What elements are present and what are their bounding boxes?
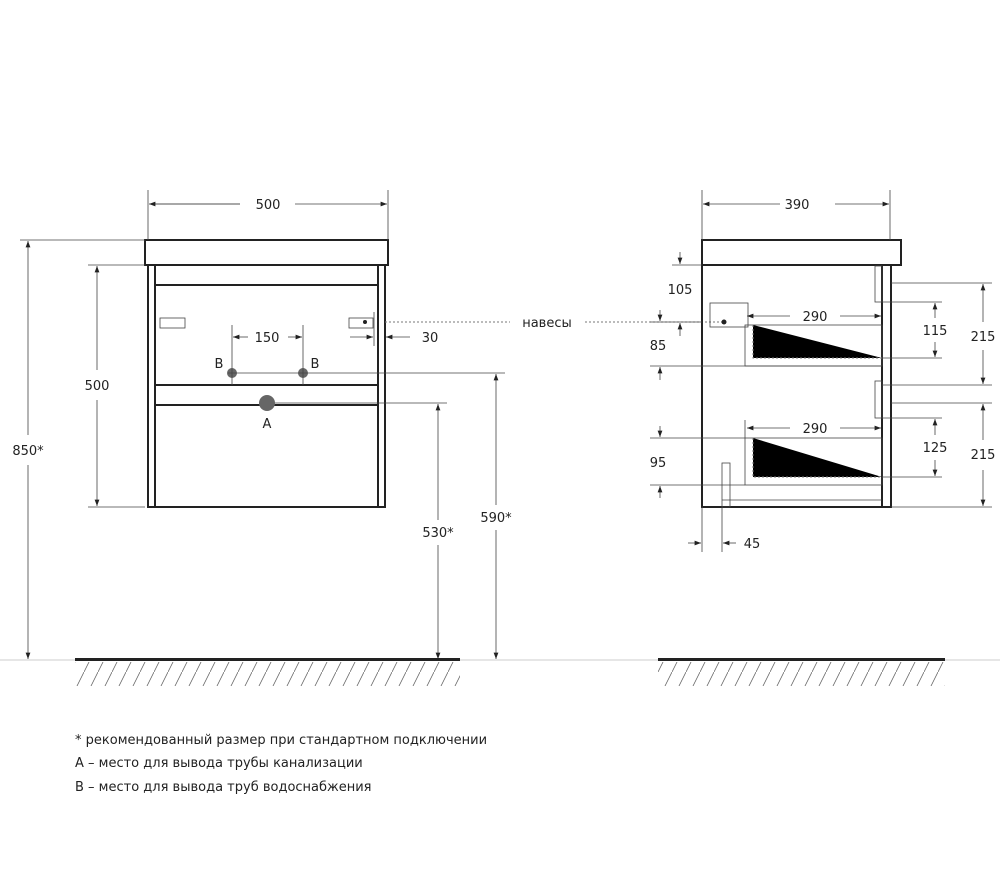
dimension-label: 390 bbox=[785, 198, 810, 213]
dimension-label: B bbox=[311, 357, 320, 372]
side-countertop bbox=[701, 239, 902, 266]
dimension-label: 215 bbox=[971, 448, 996, 463]
dimension-label: 850* bbox=[12, 444, 44, 459]
dimension-label: A bbox=[263, 417, 272, 432]
hinge-right bbox=[348, 317, 374, 329]
lower-drawer bbox=[744, 437, 883, 486]
dimension-label: 45 bbox=[744, 537, 761, 552]
dimension-label: 500 bbox=[85, 379, 110, 394]
note-water: В – место для вывода труб водоснабжения bbox=[75, 780, 372, 795]
countertop bbox=[144, 239, 389, 266]
dimension-label: 115 bbox=[923, 324, 948, 339]
floor-side bbox=[658, 658, 945, 661]
hinge-left bbox=[159, 317, 186, 329]
dimension-label: 105 bbox=[668, 283, 693, 298]
hinges-label: навесы bbox=[522, 316, 572, 331]
floor-front bbox=[75, 658, 460, 661]
dimension-label: 85 bbox=[650, 339, 667, 354]
dimension-label: 290 bbox=[803, 422, 828, 437]
dimension-label: 95 bbox=[650, 456, 667, 471]
dimension-label: B bbox=[215, 357, 224, 372]
dimension-label: 215 bbox=[971, 330, 996, 345]
note-drain: А – место для вывода трубы канализации bbox=[75, 756, 363, 771]
hinge-side bbox=[709, 302, 749, 328]
dimension-label: 290 bbox=[803, 310, 828, 325]
side-body bbox=[701, 264, 892, 508]
dimension-label: 530* bbox=[422, 526, 454, 541]
side-view: 390 105 85 95 290 290 115 125 215 bbox=[650, 190, 996, 686]
front-view: 500 500 850* 150 30 B B A 530* 590* bbox=[0, 190, 1000, 686]
dimension-label: 30 bbox=[422, 331, 439, 346]
cabinet-body bbox=[147, 264, 386, 508]
dimension-label: 500 bbox=[256, 198, 281, 213]
dimension-label: 590* bbox=[480, 511, 512, 526]
dimension-label: 125 bbox=[923, 441, 948, 456]
dimension-label: 150 bbox=[255, 331, 280, 346]
note-recommended: * рекомендованный размер при стандартном… bbox=[75, 733, 488, 748]
drain-pipe bbox=[259, 395, 275, 411]
